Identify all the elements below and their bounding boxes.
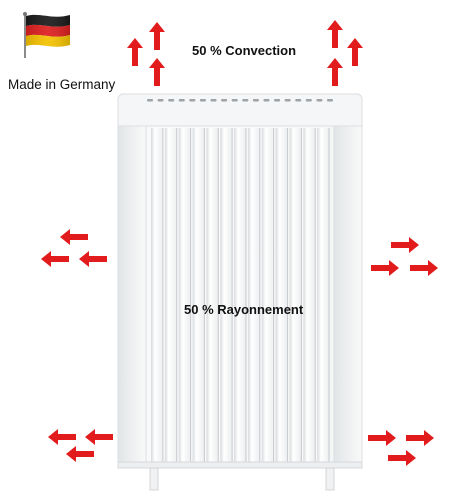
vent-slot <box>316 99 323 102</box>
radiator-fin <box>178 128 190 462</box>
vent-slot <box>231 99 238 102</box>
heat-arrow-icon <box>41 251 69 267</box>
vent-slot <box>199 99 206 102</box>
radiator-fin <box>220 128 232 462</box>
heat-arrow-icon <box>66 446 94 462</box>
flag-pole-cap <box>23 12 27 16</box>
heat-arrow-icon <box>149 22 165 50</box>
heat-arrow-icon <box>391 237 419 253</box>
heat-arrow-icon <box>327 58 343 86</box>
radiator-fin <box>234 128 245 462</box>
vent-slot <box>295 99 302 102</box>
heat-arrow-icon <box>127 38 143 66</box>
heat-arrow-icon <box>368 430 396 446</box>
vent-slot <box>168 99 175 102</box>
heat-arrow-icon <box>371 260 399 276</box>
radiator-foot-right <box>325 467 335 491</box>
radiator-top-cap <box>117 93 363 129</box>
heat-arrow-icon <box>388 450 416 466</box>
vent-slot <box>221 99 228 102</box>
radiator-fin <box>164 128 176 462</box>
radiator-fin <box>192 128 204 462</box>
vent-slot <box>178 99 185 102</box>
radiator-fin <box>317 128 328 462</box>
radiator-fin <box>151 128 162 462</box>
vent-slot <box>147 99 153 102</box>
radiator-vent-slots <box>147 99 333 102</box>
vent-slot <box>274 99 281 102</box>
radiator-fin <box>247 128 259 462</box>
vent-slot <box>157 99 164 102</box>
vent-slot <box>242 99 249 102</box>
heat-arrow-icon <box>347 38 363 66</box>
heat-arrow-icon <box>85 429 113 445</box>
radiator-foot-left <box>149 467 159 491</box>
vent-slot <box>252 99 259 102</box>
vent-slot <box>263 99 270 102</box>
heat-arrow-icon <box>410 260 438 276</box>
convection-label: 50 % Convection <box>192 43 297 58</box>
heat-arrow-icon <box>406 430 434 446</box>
vent-slot <box>189 99 196 102</box>
made-in-germany-label: Made in Germany <box>8 77 116 92</box>
heat-arrow-icon <box>327 20 343 48</box>
vent-slot <box>305 99 312 102</box>
heat-arrow-icon <box>149 58 165 86</box>
radiator-fin <box>289 128 301 462</box>
vent-slot <box>284 99 291 102</box>
heat-arrow-icon <box>48 429 76 445</box>
radiator-fin <box>261 128 273 462</box>
radiator-fins <box>151 128 330 462</box>
vent-slot <box>327 99 333 102</box>
germany-flag-icon <box>23 12 70 58</box>
vent-slot <box>210 99 217 102</box>
radiator-fin <box>206 128 218 462</box>
heat-arrow-icon <box>60 229 88 245</box>
radiator-fin <box>275 128 287 462</box>
heat-arrow-icon <box>79 251 107 267</box>
radiation-label: 50 % Rayonnement <box>184 302 304 317</box>
radiator-fin <box>303 128 315 462</box>
radiator-side-right <box>333 125 363 467</box>
radiator-bottom-edge <box>117 461 363 469</box>
